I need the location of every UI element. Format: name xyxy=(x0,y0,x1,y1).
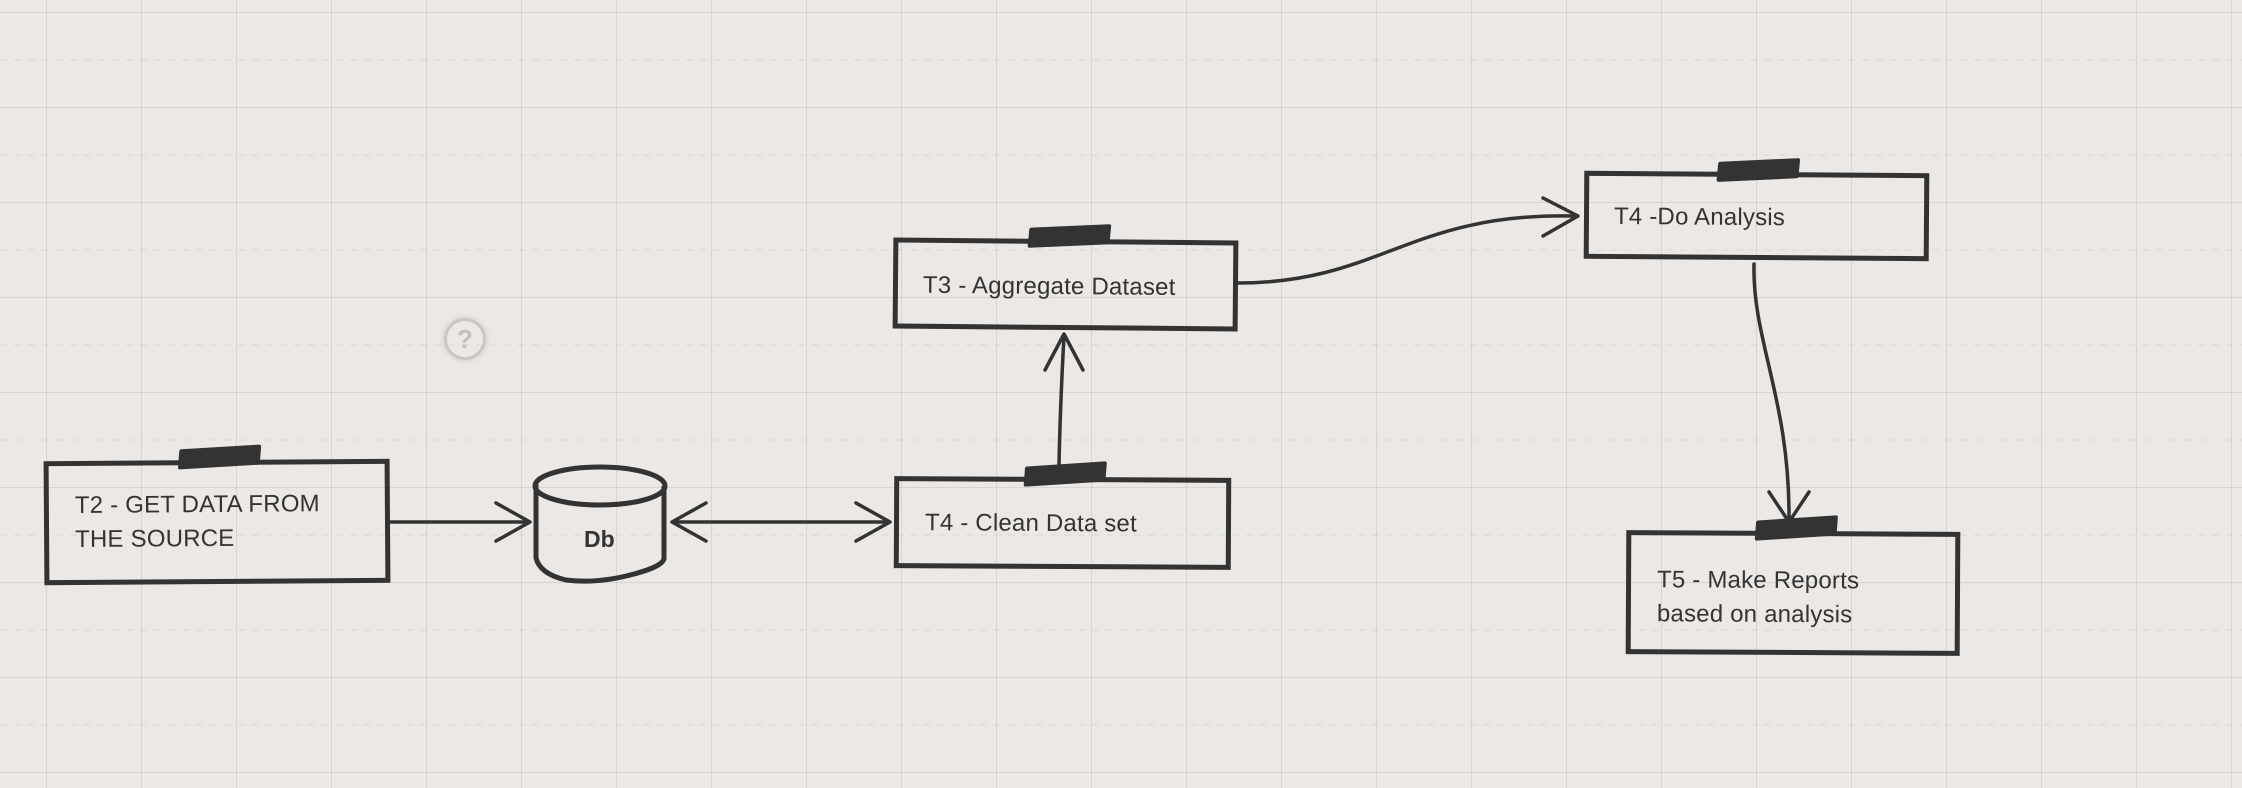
node-t5-label-line2: based on analysis xyxy=(1656,600,1853,629)
tape-decoration xyxy=(1027,224,1112,248)
help-icon[interactable]: ? xyxy=(444,318,486,360)
node-t4-clean[interactable]: T4 - Clean Data set xyxy=(893,461,1232,570)
tape-decoration xyxy=(1716,158,1801,182)
node-t3-aggregate-label: T3 - Aggregate Dataset xyxy=(922,271,1176,301)
tape-decoration xyxy=(177,444,262,470)
node-t4-clean-label: T4 - Clean Data set xyxy=(924,509,1137,538)
tape-decoration xyxy=(1023,461,1107,487)
node-t2-label-line2: THE SOURCE xyxy=(75,524,235,553)
node-db-label[interactable]: Db xyxy=(584,526,615,552)
arrowhead-db-side xyxy=(670,501,708,543)
connector-clean-to-aggregate xyxy=(1057,334,1066,468)
node-t4-analysis[interactable]: T4 -Do Analysis xyxy=(1583,158,1930,262)
node-t4-analysis-label: T4 -Do Analysis xyxy=(1613,203,1786,232)
connector-aggregate-to-analysis xyxy=(1236,214,1577,285)
arrowhead-db-left xyxy=(494,501,532,543)
arrowhead-analysis-left xyxy=(1541,196,1580,238)
node-t2-label-line1: T2 - GET DATA FROM xyxy=(74,490,320,519)
node-t3-aggregate[interactable]: T3 - Aggregate Dataset xyxy=(892,224,1239,332)
node-t5-reports[interactable]: T5 - Make Reports based on analysis xyxy=(1625,515,1961,656)
connector-analysis-to-reports xyxy=(1752,262,1791,522)
arrowhead-clean-side xyxy=(854,501,892,543)
db-cylinder xyxy=(532,464,668,584)
tape-decoration xyxy=(1754,515,1839,541)
node-t5-label-line1: T5 - Make Reports xyxy=(1656,566,1860,595)
node-t2-get-data[interactable]: T2 - GET DATA FROM THE SOURCE xyxy=(43,444,391,586)
arrowhead-aggregate-bottom xyxy=(1043,332,1085,372)
